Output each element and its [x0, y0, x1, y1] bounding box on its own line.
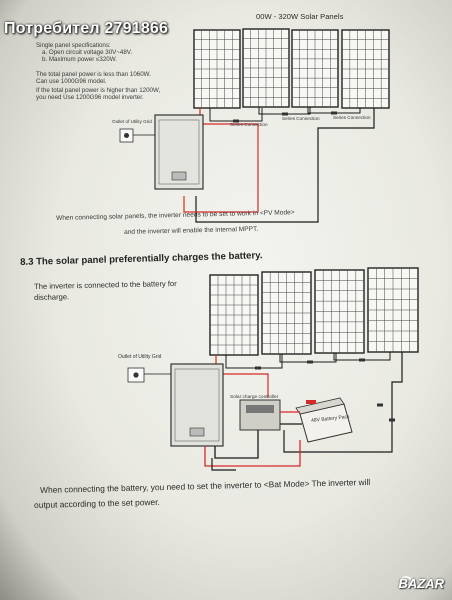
bottom-pv-positive-wire [215, 355, 269, 398]
bottom-pv-connector-1 [377, 403, 383, 407]
bottom-series-connector-1 [255, 366, 261, 370]
spec-line-2: a. Open circuit voltage 30V~48V. [42, 49, 133, 56]
top-panel-title: 00W - 320W Solar Panels [256, 12, 344, 21]
top-series-wire-1 [209, 108, 263, 122]
battery-pack-top [295, 397, 345, 415]
bottom-outlet-label: Outlet of Utility Grid [118, 354, 162, 360]
top-inverter-face [158, 119, 200, 185]
inverter-minus-lead [211, 458, 236, 471]
spec-line-4: The total panel power is less than 1060W… [36, 71, 151, 78]
top-series-label-2: Series Connection [282, 116, 320, 121]
bottom-series-connector-3 [359, 358, 365, 362]
inverter-to-battery-negative [214, 430, 259, 459]
controller-label: Solar charge controller [230, 395, 279, 400]
spec-line-1: Single panel specifications: [36, 42, 111, 49]
user-watermark: Потребител 2791866 [4, 20, 169, 37]
bottom-series-connector-2 [307, 360, 313, 364]
charge-controller-screen [246, 405, 274, 413]
charge-controller [239, 399, 281, 431]
spec-line-6: If the total panel power is higher than … [36, 87, 161, 94]
bazar-logo: BAZAR [398, 576, 445, 591]
spec-line-7: you need Use 1200G96 model inverter. [36, 94, 144, 101]
top-series-label-1: Series Connection [230, 122, 268, 127]
bottom-pv-negative-return [283, 430, 393, 453]
bazar-logo-icon [399, 576, 413, 589]
battery-terminal-positive [306, 400, 316, 404]
top-series-connector-1 [233, 119, 239, 123]
inverter-to-battery-positive [204, 440, 301, 467]
bottom-series-wire-1 [225, 354, 283, 369]
bottom-inverter-display [189, 427, 205, 437]
spec-line-3: b. Maximum power ≤320W. [42, 56, 117, 63]
spec-line-5: Can use 1000G96 model. [36, 78, 107, 85]
top-outlet-label: Outlet of Utility Grid [112, 119, 152, 124]
top-negative-wire [195, 108, 375, 223]
bottom-pv-connector-2 [389, 418, 395, 422]
top-series-connector-3 [331, 111, 337, 115]
top-series-connector-2 [282, 112, 288, 116]
top-series-label-3: Series Connection [333, 115, 371, 120]
section-intro-line-2: discharge. [33, 292, 70, 302]
top-inverter-display [171, 171, 187, 181]
bottom-pv-negative-wire [391, 352, 403, 444]
bottom-inverter-face [174, 368, 220, 442]
bottom-outlet-socket [133, 372, 139, 378]
top-outlet-socket [124, 133, 129, 138]
